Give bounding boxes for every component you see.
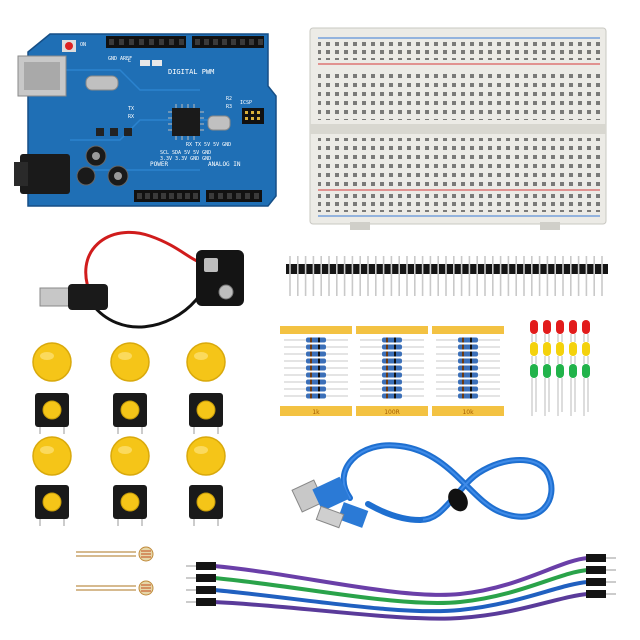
board-r3-label: R3 (226, 104, 232, 110)
board-pins-analog-label: SCL SDA 5V 5V GND (160, 150, 211, 156)
breadboard-icon (309, 27, 607, 230)
resistor-tag-10k: 10k (462, 409, 474, 416)
board-tx-label: TX (128, 106, 134, 112)
led-icon (530, 320, 590, 416)
board-on-label: ON (80, 42, 86, 48)
arduino-board-icon: DIGITAL PWM POWER ANALOG IN RX TX 5V 5V … (14, 33, 277, 207)
board-power-label: POWER (150, 161, 168, 168)
board-aref-label: GND AREF (108, 56, 132, 62)
resistor-tag-100r: 100R (384, 409, 400, 416)
battery-clip-icon (39, 230, 244, 329)
board-l-label: L (128, 58, 131, 64)
resistor-tag-1k: 1k (312, 409, 320, 416)
board-digital-label: DIGITAL PWM (168, 68, 214, 76)
pin-header-icon (286, 256, 608, 296)
board-volt-label: 3.3V 3.3V GND GND (160, 156, 211, 162)
board-pins-power-label: RX TX 5V 5V GND (186, 142, 231, 148)
push-button-icon (32, 342, 226, 526)
resistor-icon: 1k 100R 10k (280, 326, 504, 416)
jumper-wire-icon (186, 554, 616, 621)
board-analog-label: ANALOG IN (208, 161, 241, 168)
photoresistor-icon (76, 546, 154, 596)
board-rx-label: RX (128, 114, 134, 120)
board-icsp-label: ICSP (240, 100, 252, 106)
board-r2-label: R2 (226, 96, 232, 102)
usb-cable-icon (291, 442, 555, 529)
